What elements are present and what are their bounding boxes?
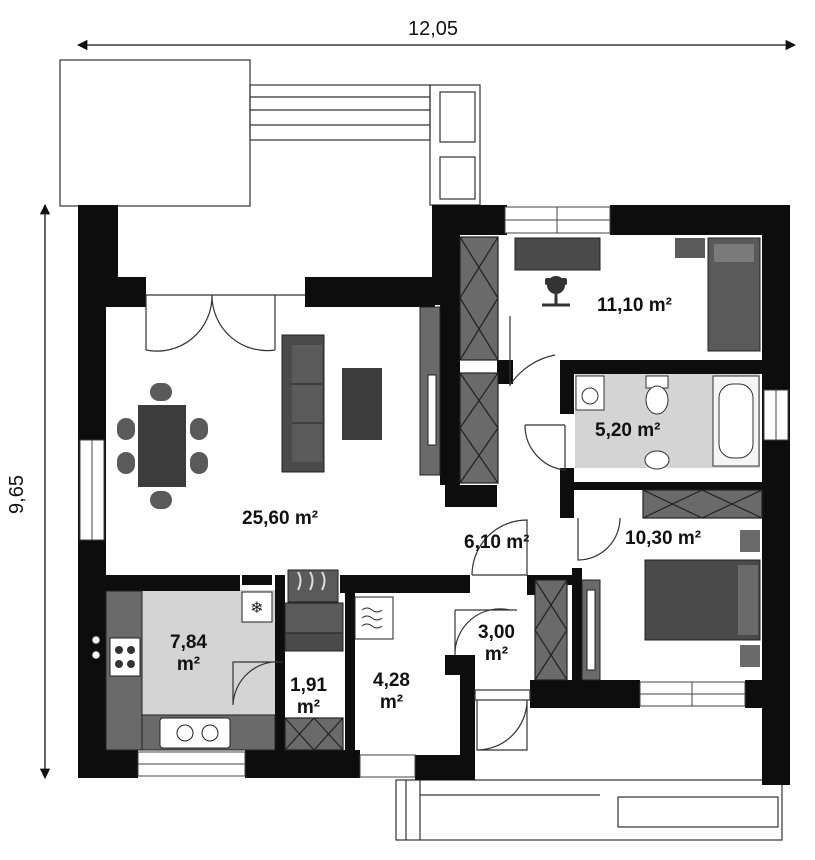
pantry-shelves xyxy=(284,602,344,652)
doors xyxy=(145,294,621,751)
area-label-pantry: 1,91 m² xyxy=(290,675,327,719)
bathtub-icon xyxy=(712,375,760,467)
area-label-kitchen: 7,84 m² xyxy=(170,632,207,676)
area-value: 1,91 xyxy=(290,675,327,696)
wardrobe-mirror xyxy=(581,579,601,681)
desk-icon xyxy=(514,237,601,271)
area-label-bedroom-right: 10,30 m² xyxy=(625,528,702,549)
sink-icon xyxy=(644,450,670,470)
bed-icon xyxy=(644,530,761,667)
area-unit: m² xyxy=(484,644,509,665)
coffee-table-icon xyxy=(342,368,382,440)
height-dimension-label: 9,65 xyxy=(5,475,28,514)
area-label-living: 25,60 m² xyxy=(242,508,319,529)
area-unit: m² xyxy=(379,692,404,713)
area-value: 7,84 xyxy=(170,632,207,653)
office-chair-icon xyxy=(542,276,570,307)
dining-table-icon xyxy=(117,383,208,509)
width-dimension-label: 12,05 xyxy=(408,18,459,40)
toilet-icon xyxy=(645,375,669,415)
area-value: 4,28 xyxy=(373,670,410,691)
area-value: 3,00 xyxy=(478,622,515,643)
fireplace-icon xyxy=(287,569,339,603)
kitchen-sink-icon xyxy=(159,717,231,749)
area-unit: m² xyxy=(176,654,201,675)
area-label-entry: 3,00 m² xyxy=(478,622,515,666)
terrace-bottom xyxy=(395,779,783,841)
windows xyxy=(79,206,789,778)
sofa-icon xyxy=(281,334,325,473)
tv-cabinet-icon xyxy=(419,306,441,476)
washing-machine-icon xyxy=(575,375,605,411)
stove-icon xyxy=(91,635,141,677)
area-label-bedroom-top: 11,10 m² xyxy=(597,295,672,316)
wardrobes xyxy=(284,236,763,751)
area-label-boiler-room: 4,28 m² xyxy=(373,670,410,714)
area-unit: m² xyxy=(296,697,321,718)
boiler-icon xyxy=(354,596,394,640)
area-label-bathroom: 5,20 m² xyxy=(595,420,661,441)
terrace-top xyxy=(59,59,481,207)
area-label-hall: 6,10 m² xyxy=(464,532,530,553)
svg-text:❄: ❄ xyxy=(250,598,263,617)
bed-icon xyxy=(675,237,761,352)
fridge-icon: ❄ xyxy=(241,591,273,623)
